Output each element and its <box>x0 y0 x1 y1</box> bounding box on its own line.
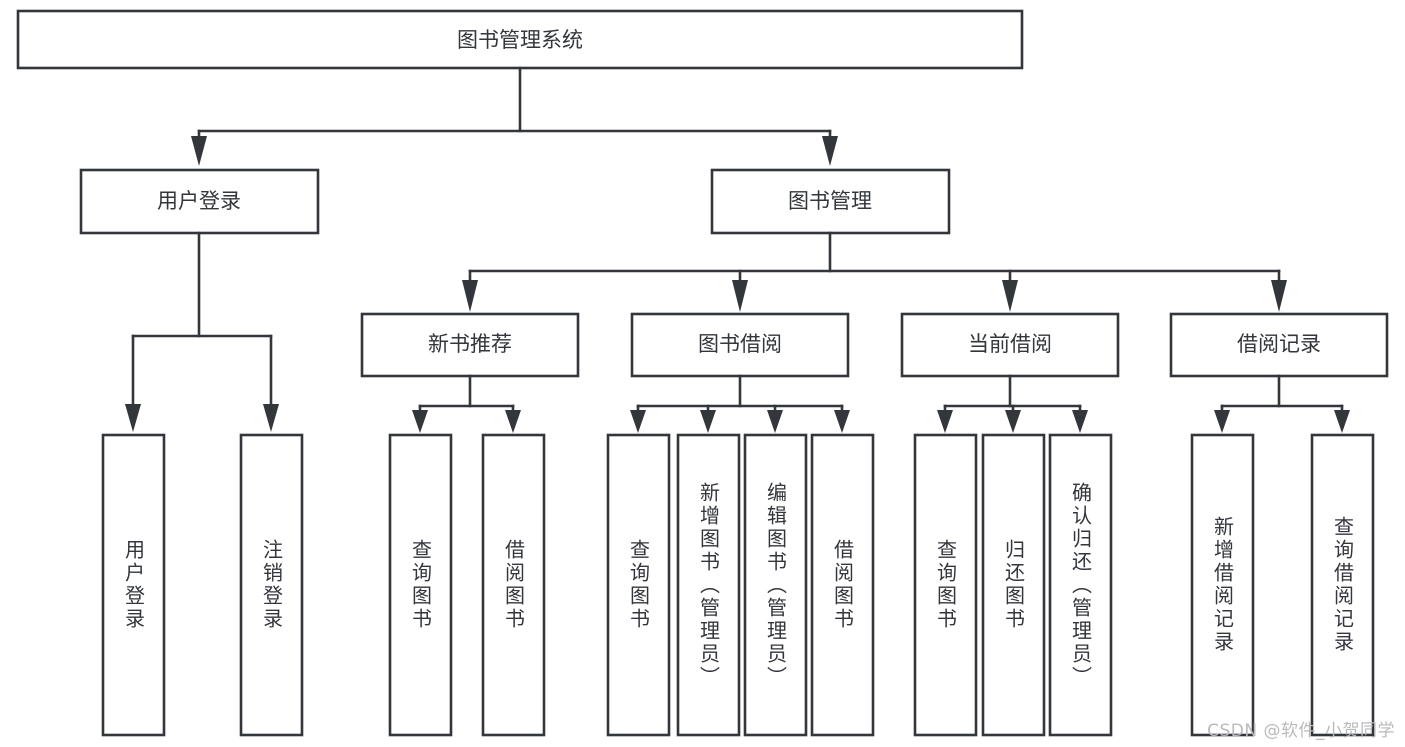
node-book-borrow-label: 图书借阅 <box>698 332 782 356</box>
leaf-book-borrow-1[interactable] <box>676 433 741 737</box>
node-root-label: 图书管理系统 <box>457 28 583 52</box>
leaf-user-login-0[interactable] <box>101 433 166 737</box>
leaf-new-book-recommend-0[interactable] <box>388 433 453 737</box>
arrowhead-leaf-bookborrow-1 <box>630 410 646 433</box>
leaf-user-login-1[interactable] <box>239 433 304 737</box>
arrowhead-user-login <box>191 136 207 166</box>
arrowhead-leaf-borrowrecords-2 <box>1334 410 1350 433</box>
arrowhead-book-manage <box>822 136 838 166</box>
arrowhead-leaf-bookborrow-2 <box>700 410 716 433</box>
leaf-borrow-records-0[interactable] <box>1190 433 1255 737</box>
arrowhead-borrow-records <box>1271 280 1287 312</box>
arrowhead-leaf-currentborrow-2 <box>1005 410 1021 433</box>
node-new-book-recommend[interactable] <box>360 312 580 378</box>
node-root[interactable] <box>16 9 1024 70</box>
leaf-current-borrow-2[interactable] <box>1048 433 1113 737</box>
arrowhead-book-borrow <box>732 280 748 312</box>
arrowhead-leaf-borrowrecords-1 <box>1214 410 1230 433</box>
leaf-current-borrow-0[interactable] <box>913 433 978 737</box>
leaf-current-borrow-1[interactable] <box>981 433 1046 737</box>
node-book-manage[interactable] <box>710 168 951 235</box>
leaf-book-borrow-3[interactable] <box>810 433 875 737</box>
node-borrow-records-label: 借阅记录 <box>1237 332 1321 356</box>
node-current-borrow[interactable] <box>900 312 1120 378</box>
node-book-manage-label: 图书管理 <box>788 189 872 213</box>
leaf-book-borrow-2[interactable] <box>743 433 808 737</box>
arrowhead-leaf-user-login-1 <box>125 404 141 432</box>
node-current-borrow-label: 当前借阅 <box>968 332 1052 356</box>
arrowhead-leaf-currentborrow-1 <box>937 410 953 433</box>
arrowhead-new-book-recommend <box>462 280 478 312</box>
node-borrow-records[interactable] <box>1169 312 1389 378</box>
arrowhead-leaf-newbook-2 <box>505 410 521 433</box>
leaf-book-borrow-0[interactable] <box>606 433 671 737</box>
leaf-new-book-recommend-1[interactable] <box>481 433 546 737</box>
arrowhead-leaf-bookborrow-3 <box>767 410 783 433</box>
arrowhead-leaf-currentborrow-3 <box>1072 410 1088 433</box>
node-new-book-recommend-label: 新书推荐 <box>428 332 512 356</box>
arrowhead-leaf-newbook-1 <box>412 410 428 433</box>
node-user-login-label: 用户登录 <box>157 189 241 213</box>
node-book-borrow[interactable] <box>630 312 850 378</box>
arrowhead-leaf-bookborrow-4 <box>834 410 850 433</box>
watermark-text: CSDN @软件_小贺同学 <box>1207 721 1395 741</box>
leaf-borrow-records-1[interactable] <box>1310 433 1375 737</box>
arrowhead-leaf-user-login-2 <box>263 404 279 432</box>
arrowhead-current-borrow <box>1002 280 1018 312</box>
